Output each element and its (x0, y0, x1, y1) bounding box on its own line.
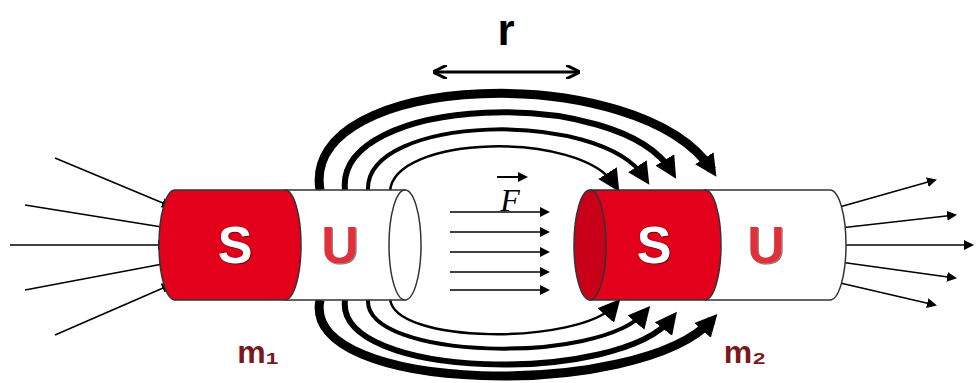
magnet-1 (159, 190, 421, 300)
south-pole: S (608, 192, 700, 298)
south-pole: S (190, 192, 280, 298)
north-pole: U (290, 192, 390, 298)
north-pole: U (712, 192, 820, 298)
pole-letter: S (218, 219, 253, 271)
field-lines-in (10, 158, 170, 335)
field-lines-out (836, 180, 972, 305)
force-label: F (500, 184, 520, 216)
mass-label: m₁ (237, 336, 279, 368)
magnet-2 (574, 190, 846, 300)
vector-arrow (497, 176, 526, 178)
field-arcs-bottom (319, 298, 712, 376)
pole-letter: U (321, 219, 359, 271)
force-arrows (450, 212, 548, 290)
pole-letter: S (637, 219, 672, 271)
distance-label: r (497, 8, 514, 52)
field-arcs-top (319, 93, 712, 192)
pole-letter: U (747, 219, 785, 271)
distance-arrow (435, 71, 578, 74)
mass-label: m₂ (724, 336, 767, 368)
